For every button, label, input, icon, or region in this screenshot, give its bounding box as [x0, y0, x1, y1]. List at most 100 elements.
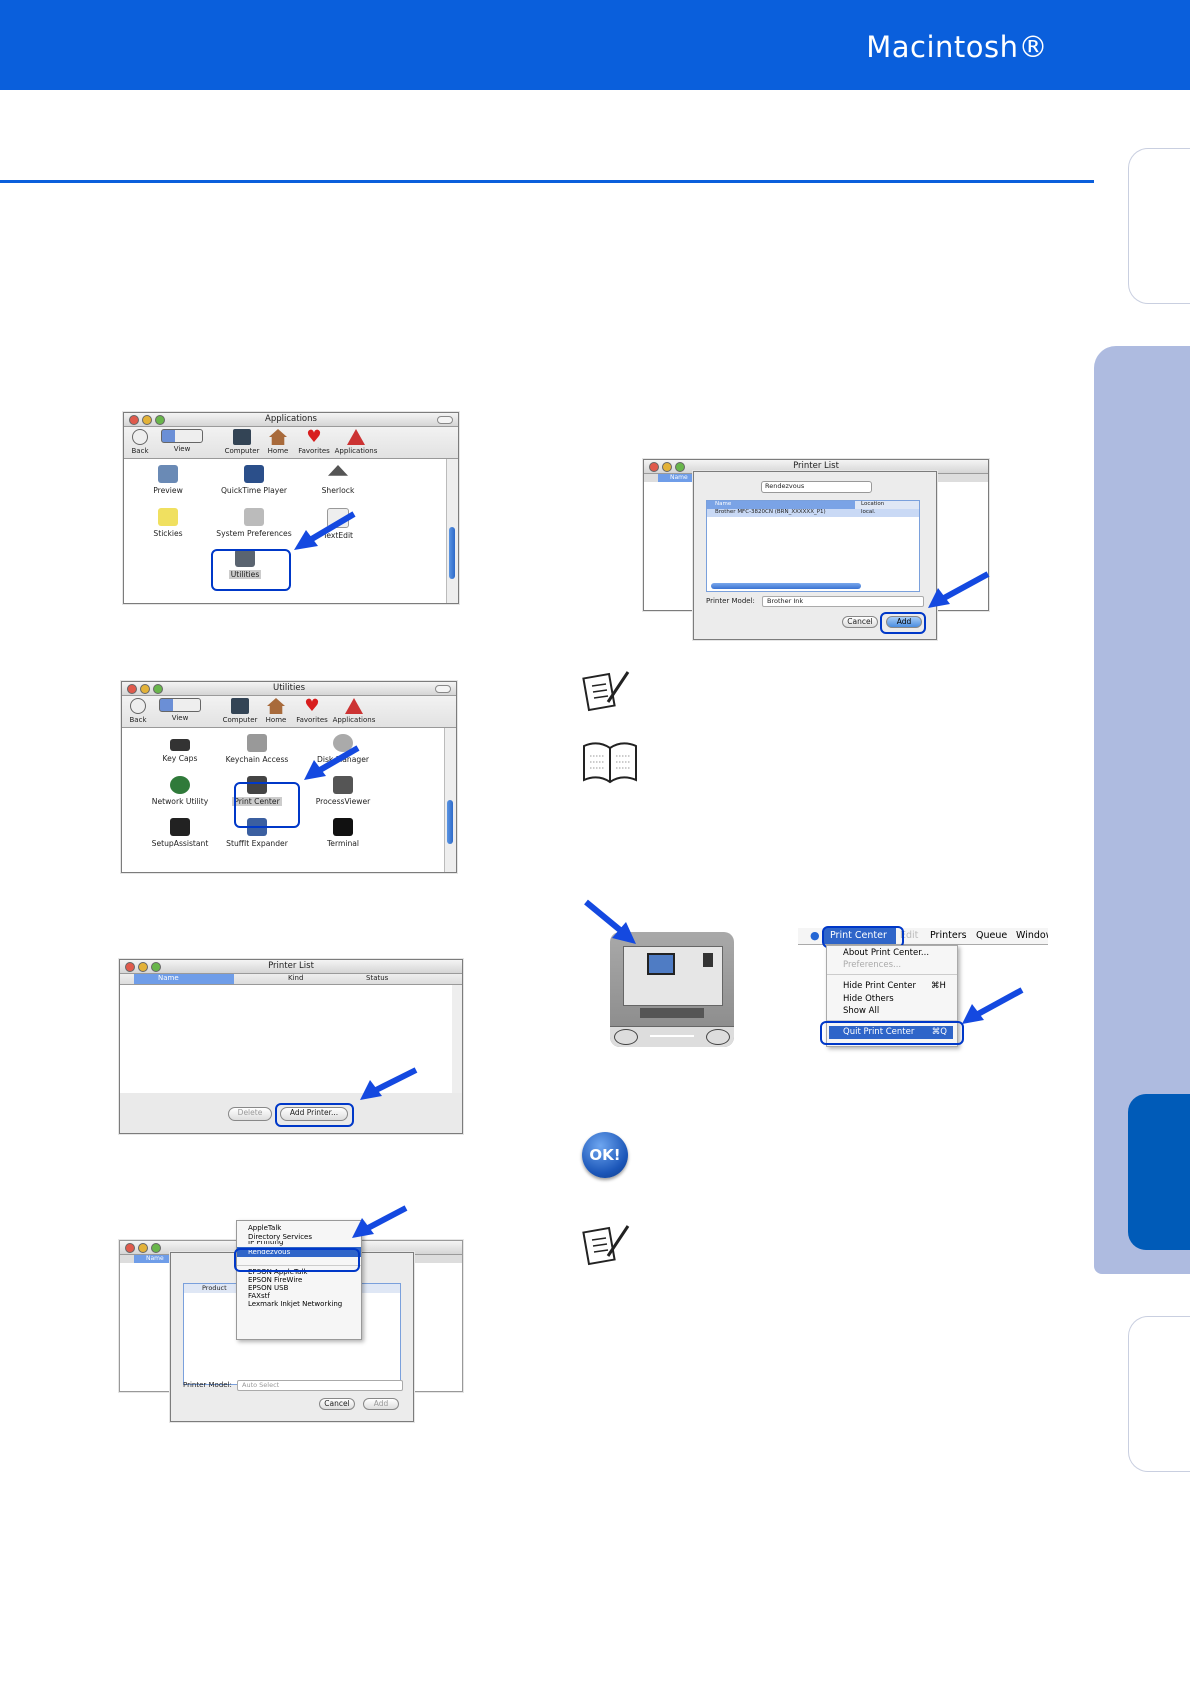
note-pencil-icon [582, 1225, 630, 1266]
window-title: Applications [265, 414, 317, 424]
menu-item-show-all[interactable]: Show All [843, 1006, 880, 1016]
table-row[interactable]: Brother MFC-3820CN (BRN_XXXXXX_P1) local… [707, 509, 919, 517]
add-button[interactable]: Add [363, 1398, 399, 1410]
back-button[interactable]: Back [124, 429, 162, 455]
scroll-thumb[interactable] [447, 800, 453, 844]
kind-column-header[interactable]: Kind [288, 974, 304, 982]
menu-item-ip-printing[interactable]: IP Printing [248, 1241, 284, 1246]
system-preferences-app[interactable]: System Preferences [204, 508, 304, 538]
computer-button[interactable]: Computer [218, 698, 262, 724]
home-icon [269, 429, 287, 445]
close-button[interactable] [125, 1243, 135, 1253]
delete-button[interactable]: Delete [228, 1107, 272, 1121]
minimize-button[interactable] [142, 415, 152, 425]
setupassistant-app[interactable]: SetupAssistant [130, 818, 230, 848]
favorites-button[interactable]: ♥Favorites [298, 427, 330, 456]
menu-item-hide-others[interactable]: Hide Others [843, 994, 894, 1004]
terminal-app[interactable]: Terminal [293, 818, 393, 848]
scroll-thumb[interactable] [449, 527, 455, 579]
rendezvous-sheet: Rendezvous Name Location Brother MFC-382… [693, 471, 937, 640]
home-button[interactable]: Home [256, 429, 300, 455]
favorites-button[interactable]: ♥Favorites [296, 696, 328, 725]
zoom-button[interactable] [151, 1243, 161, 1253]
connection-type-select[interactable]: Rendezvous [761, 481, 872, 493]
menu-item-quit[interactable]: Quit Print Center ⌘Q [829, 1026, 953, 1039]
print-center-app[interactable]: Print Center [207, 776, 307, 806]
vertical-scrollbar[interactable] [444, 728, 456, 872]
zoom-button[interactable] [155, 415, 165, 425]
menu-item-lexmark[interactable]: Lexmark Inkjet Networking [248, 1300, 343, 1308]
view-button[interactable]: View [158, 698, 202, 722]
menu-item-faxstf[interactable]: FAXstf [248, 1292, 270, 1300]
zoom-button[interactable] [153, 684, 163, 694]
network-utility-app[interactable]: Network Utility [130, 776, 230, 806]
applications-button[interactable]: Applications [332, 698, 376, 724]
status-column-header[interactable]: Status [366, 974, 389, 982]
printer-base [610, 1026, 734, 1047]
printer-model-select[interactable]: Auto Select [237, 1380, 403, 1391]
name-column-header[interactable]: Name [158, 974, 179, 982]
menu-item-epson-appletalk[interactable]: EPSON AppleTalk [248, 1268, 308, 1276]
printer-model-select[interactable]: Brother Ink [762, 596, 924, 607]
apple-menu-icon[interactable]: ● [810, 929, 820, 942]
preview-app[interactable]: Preview [124, 465, 218, 495]
keychain-access-app[interactable]: Keychain Access [207, 734, 307, 764]
menu-item-preferences[interactable]: Preferences... [843, 960, 902, 970]
menu-item-epson-firewire[interactable]: EPSON FireWire [248, 1276, 303, 1284]
add-printer-button[interactable]: Add Printer... [280, 1107, 348, 1121]
cancel-button[interactable]: Cancel [842, 616, 878, 628]
window-title: Utilities [273, 683, 305, 693]
back-button[interactable]: Back [122, 698, 160, 724]
stickies-app[interactable]: Stickies [124, 508, 218, 538]
close-button[interactable] [129, 415, 139, 425]
menu-window[interactable]: Window [1016, 930, 1048, 941]
utilities-folder[interactable]: Utilities [195, 549, 295, 579]
vertical-scrollbar[interactable] [446, 459, 458, 603]
add-button[interactable]: Add [886, 616, 922, 628]
applications-button[interactable]: Applications [334, 429, 378, 455]
minimize-button[interactable] [140, 684, 150, 694]
menu-printers[interactable]: Printers [930, 930, 967, 941]
name-column-header: Name [658, 474, 694, 482]
minimize-button[interactable] [138, 1243, 148, 1253]
menu-item-hide-print-center[interactable]: Hide Print Center [843, 981, 916, 991]
cancel-button[interactable]: Cancel [319, 1398, 355, 1410]
window-titlebar: Printer List [120, 960, 462, 974]
menu-item-appletalk[interactable]: AppleTalk [248, 1224, 282, 1232]
view-button[interactable]: View [160, 429, 204, 453]
menu-bar: ● Print Center Edit Printers Queue Windo… [798, 928, 1048, 945]
computer-button[interactable]: Computer [220, 429, 264, 455]
menu-item-epson-usb[interactable]: EPSON USB [248, 1284, 289, 1292]
menu-item-about[interactable]: About Print Center... [843, 948, 930, 958]
utilities-window: Utilities Back View Computer Home ♥Favor… [121, 681, 457, 873]
printer-foot-left [614, 1029, 638, 1045]
menu-queue[interactable]: Queue [976, 930, 1008, 941]
menu-item-rendezvous[interactable]: Rendezvous [237, 1247, 361, 1257]
menu-print-center[interactable]: Print Center [824, 928, 896, 944]
zoom-button[interactable] [151, 962, 161, 972]
home-button[interactable]: Home [254, 698, 298, 724]
processviewer-app[interactable]: ProcessViewer [293, 776, 393, 806]
name-column-header[interactable]: Name [715, 501, 732, 507]
toolbar-toggle-button[interactable] [437, 416, 453, 424]
close-button[interactable] [127, 684, 137, 694]
zoom-button[interactable] [675, 462, 685, 472]
close-button[interactable] [649, 462, 659, 472]
printer-list-header: Name Kind Status [120, 974, 462, 985]
globe-icon [170, 776, 190, 794]
menu-item-usb[interactable]: USB [237, 1257, 361, 1261]
quicktime-app[interactable]: QuickTime Player [204, 465, 304, 495]
menu-edit[interactable]: Edit [900, 930, 919, 941]
close-button[interactable] [125, 962, 135, 972]
minimize-button[interactable] [662, 462, 672, 472]
sherlock-app[interactable]: Sherlock [288, 465, 388, 495]
location-column-header[interactable]: Location [861, 501, 885, 507]
toolbar-toggle-button[interactable] [435, 685, 451, 693]
window-title: Printer List [793, 461, 839, 471]
printer-model-label: Printer Model: [706, 597, 755, 605]
highlight-quit [820, 1021, 964, 1045]
key-caps-app[interactable]: Key Caps [130, 734, 230, 763]
horizontal-scrollbar[interactable] [711, 583, 861, 589]
menu-item-directory-services[interactable]: Directory Services [248, 1233, 313, 1241]
minimize-button[interactable] [138, 962, 148, 972]
